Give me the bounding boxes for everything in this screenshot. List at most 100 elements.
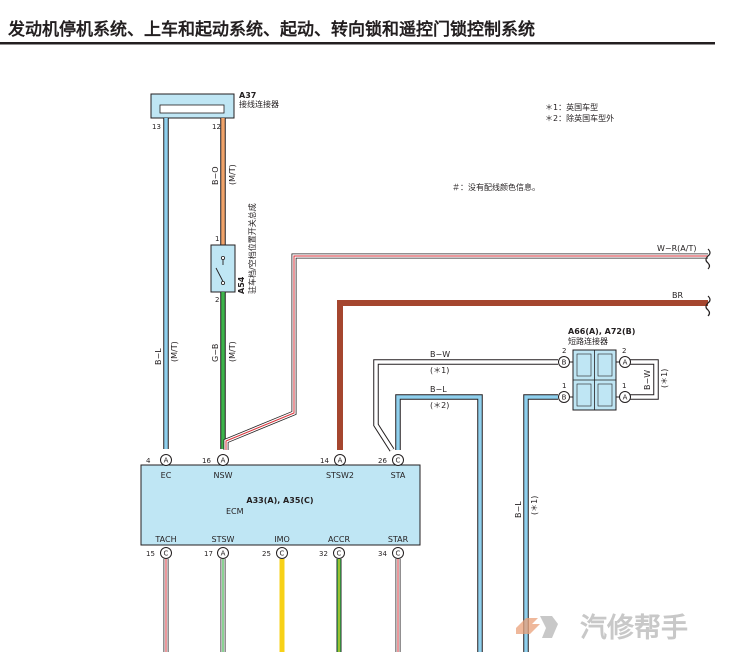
- wire-b-w-right: [630, 359, 659, 400]
- ecm-pin-stsw: STSW 17 A: [204, 535, 235, 559]
- note-no-color: ＃：没有配线颜色信息。: [452, 182, 540, 192]
- wire-w-r: [223, 253, 708, 450]
- wire-label-b-l-right: B−L: [514, 501, 523, 518]
- short-connector-code: A66(A), A72(B): [568, 327, 635, 336]
- svg-text:14: 14: [320, 457, 329, 465]
- connector-a37-pin-12: 12: [212, 123, 221, 131]
- svg-text:B: B: [562, 359, 567, 367]
- ecm-pin-tach: TACH 15 C: [146, 535, 177, 559]
- svg-text:4: 4: [146, 457, 151, 465]
- svg-text:1: 1: [622, 382, 626, 390]
- svg-text:A: A: [221, 550, 226, 558]
- note-uk: ＊1：英国车型: [545, 102, 598, 112]
- wire-cond-b-l-right: (＊1): [530, 496, 539, 515]
- ecm-name: ECM: [226, 507, 244, 516]
- watermark-text: 汽修帮手: [580, 613, 688, 644]
- wire-label-b-o: B−O: [211, 167, 220, 186]
- ecm-pin-stsw2: 14 A STSW2: [320, 454, 354, 480]
- ecm-pin-nsw: 16 A NSW: [202, 454, 233, 480]
- svg-text:NSW: NSW: [214, 471, 233, 480]
- svg-text:32: 32: [319, 550, 328, 558]
- short-pin-2b: 2 B: [558, 347, 570, 368]
- connector-a37-code: A37: [239, 91, 256, 100]
- wire-br: [337, 300, 708, 450]
- title-rule: [0, 42, 715, 45]
- svg-text:EC: EC: [161, 471, 172, 480]
- svg-text:16: 16: [202, 457, 211, 465]
- svg-text:15: 15: [146, 550, 155, 558]
- ecm-module: A33(A), A35(C) ECM: [140, 464, 421, 546]
- ecm-pin-accr: ACCR 32 C: [319, 535, 350, 559]
- switch-a54-pin-2: 2: [215, 296, 219, 304]
- wire-label-b-w: B−W: [430, 350, 450, 359]
- svg-text:2: 2: [562, 347, 566, 355]
- short-connector: A66(A), A72(B) 短路连接器 2 B 2 A 1 B 1: [558, 327, 635, 411]
- wire-b-l-loop: [395, 394, 483, 652]
- svg-text:IMO: IMO: [274, 535, 290, 544]
- short-pin-1b: 1 B: [558, 382, 570, 403]
- ecm-body: [140, 464, 421, 546]
- svg-text:C: C: [396, 457, 401, 465]
- switch-contact-icon: [215, 267, 224, 282]
- svg-text:2: 2: [622, 347, 626, 355]
- svg-text:ACCR: ACCR: [328, 535, 351, 544]
- ecm-code: A33(A), A35(C): [246, 496, 313, 505]
- svg-text:B: B: [562, 394, 567, 402]
- switch-a54-name: 驻车档/空档位置开关总成: [247, 203, 257, 294]
- page-title: 发动机停机系统、上车和起动系统、起动、转向锁和遥控门锁控制系统: [7, 19, 535, 40]
- wire-br-break-icon: [705, 295, 711, 317]
- svg-text:1: 1: [562, 382, 566, 390]
- svg-text:STAR: STAR: [388, 535, 409, 544]
- wire-cond-g-b: (M/T): [228, 341, 237, 362]
- svg-text:C: C: [164, 550, 169, 558]
- wire-cond-b-l-ec: (M/T): [170, 341, 179, 362]
- svg-text:STA: STA: [391, 471, 406, 480]
- svg-text:A: A: [221, 457, 226, 465]
- switch-a54-code: A54: [237, 276, 246, 294]
- connector-a37-slot: [159, 104, 225, 114]
- svg-text:34: 34: [378, 550, 387, 558]
- ecm-pin-ec: 4 A EC: [146, 454, 172, 480]
- wire-cond-b-w-right: (＊1): [660, 369, 669, 388]
- svg-text:C: C: [337, 550, 342, 558]
- wire-label-w-r: W−R(A/T): [657, 244, 696, 253]
- wire-cond-b-l-mid: (＊2): [430, 401, 449, 410]
- switch-a54: 1 2 A54 驻车档/空档位置开关总成: [210, 203, 257, 304]
- ecm-pin-star: STAR 34 C: [378, 535, 409, 559]
- watermark-logo-icon: [516, 616, 558, 638]
- svg-text:C: C: [280, 550, 285, 558]
- wire-w-r-break-icon: [705, 248, 711, 270]
- connector-a37-pin-13: 13: [152, 123, 161, 131]
- svg-text:A: A: [338, 457, 343, 465]
- ecm-pin-sta: 26 C STA: [378, 454, 406, 480]
- ecm-pin-imo: IMO 25 C: [262, 535, 290, 559]
- note-non-uk: ＊2：除英国车型外: [545, 113, 614, 123]
- wire-label-br: BR: [672, 291, 683, 300]
- wire-label-b-l-mid: B−L: [430, 385, 447, 394]
- svg-text:17: 17: [204, 550, 213, 558]
- svg-text:STSW: STSW: [212, 535, 235, 544]
- svg-text:A: A: [623, 359, 628, 367]
- svg-text:A: A: [623, 394, 628, 402]
- wire-label-g-b: G−B: [211, 344, 220, 362]
- switch-a54-pin-1: 1: [215, 235, 219, 243]
- wire-cond-b-o: (M/T): [228, 164, 237, 185]
- wire-b-l-right: [523, 394, 558, 652]
- svg-text:26: 26: [378, 457, 387, 465]
- svg-text:A: A: [164, 457, 169, 465]
- watermark: 汽修帮手: [516, 613, 688, 644]
- svg-text:25: 25: [262, 550, 271, 558]
- wire-label-b-l-ec: B−L: [154, 348, 163, 365]
- svg-text:TACH: TACH: [154, 535, 176, 544]
- connector-a37-name: 接线连接器: [239, 99, 279, 109]
- short-connector-name: 短路连接器: [568, 336, 608, 346]
- svg-text:STSW2: STSW2: [326, 471, 354, 480]
- short-pin-2a: 2 A: [619, 347, 631, 368]
- connector-a37: A37 接线连接器 13 12: [150, 91, 279, 131]
- wire-label-b-w-right: B−W: [643, 370, 652, 390]
- svg-text:C: C: [396, 550, 401, 558]
- short-pin-1a: 1 A: [619, 382, 631, 403]
- wire-cond-b-w: (＊1): [430, 366, 449, 375]
- wire-b-w-sta: [373, 359, 558, 452]
